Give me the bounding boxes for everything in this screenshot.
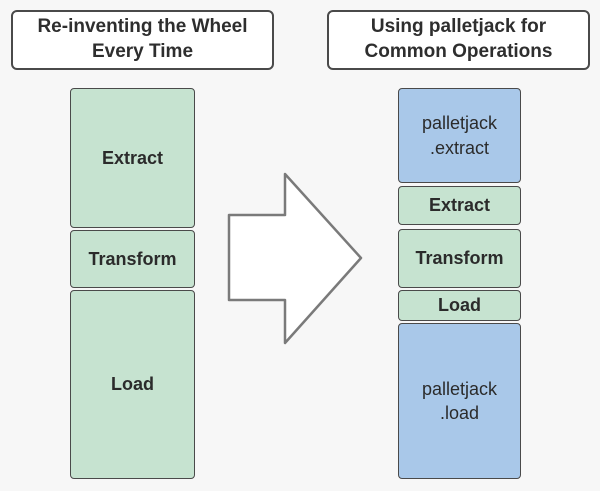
left-box-transform: Transform xyxy=(70,230,195,288)
right-arrow-icon xyxy=(227,172,363,345)
right-box-palletjack-extract: palletjack .extract xyxy=(398,88,521,183)
right-box-extract: Extract xyxy=(398,186,521,225)
right-column-title: Using palletjack for Common Operations xyxy=(327,10,590,70)
left-column-title: Re-inventing the Wheel Every Time xyxy=(11,10,274,70)
left-box-load: Load xyxy=(70,290,195,479)
left-box-extract: Extract xyxy=(70,88,195,228)
right-box-load: Load xyxy=(398,290,521,321)
right-box-transform: Transform xyxy=(398,229,521,288)
right-box-palletjack-load: palletjack .load xyxy=(398,323,521,479)
right-arrow-shape xyxy=(227,172,363,345)
